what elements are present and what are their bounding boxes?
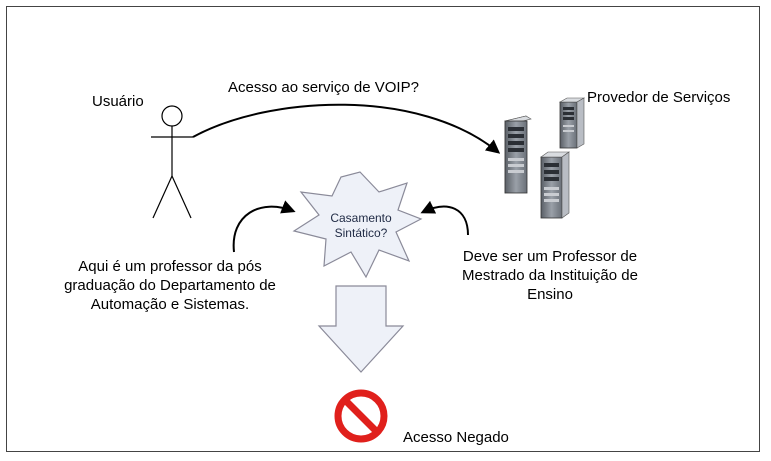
user-attribute-line: graduação do Departamento de (64, 277, 276, 294)
result-down-arrow (317, 285, 405, 373)
match-starburst (292, 171, 423, 279)
match-label: Casamento Sintático? (316, 211, 406, 241)
request-arrow (192, 103, 501, 154)
stick-figure-user-icon (151, 105, 193, 219)
policy-attribute-line: Deve ser um Professor de (462, 248, 638, 265)
policy-attribute-text: Deve ser um Professor de Mestrado da Ins… (450, 247, 650, 304)
result-label: Acesso Negado (403, 429, 509, 446)
match-label-line: Casamento (330, 211, 392, 225)
user-attribute-line: Automação e Sistemas. (90, 296, 250, 313)
user-attribute-line: Aqui é um professor da pós (78, 258, 262, 275)
match-label-line: Sintático? (334, 226, 388, 240)
policy-attribute-line: Ensino (527, 286, 573, 303)
user-attr-arrow (232, 200, 296, 253)
user-label: Usuário (92, 93, 144, 110)
provider-label: Provedor de Serviços (587, 89, 731, 106)
policy-attribute-line: Mestrado da Instituição de (462, 267, 638, 284)
policy-attr-arrow (420, 200, 469, 236)
diagram-frame (6, 6, 760, 452)
user-attribute-text: Aqui é um professor da pós graduação do … (45, 257, 295, 314)
no-entry-icon (334, 389, 388, 443)
request-label: Acesso ao serviço de VOIP? (228, 79, 419, 96)
server-icon (504, 97, 586, 219)
